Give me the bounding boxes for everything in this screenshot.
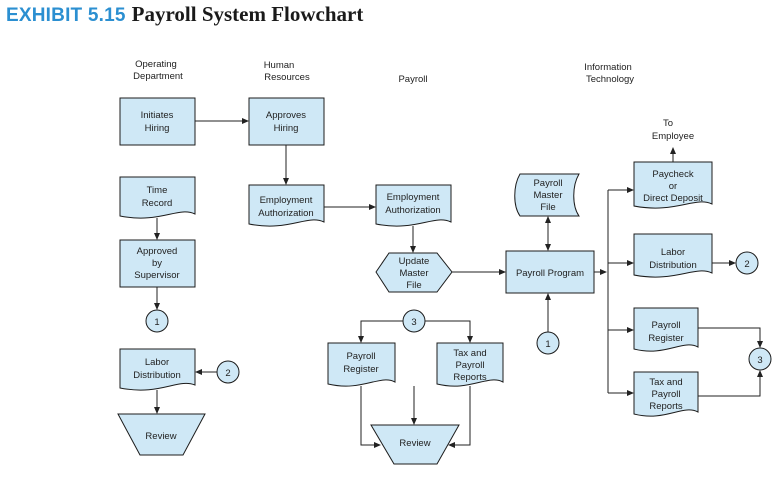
exhibit-number: EXHIBIT 5.15 [6,5,126,26]
svg-text:2: 2 [225,368,230,379]
column-header-payroll: Payroll [398,74,427,85]
svg-text:Review: Review [145,431,176,442]
exhibit-title-text: Payroll System Flowchart [131,2,364,26]
svg-text:Payroll Program: Payroll Program [516,268,584,279]
connector-2-left: 2 [216,360,240,384]
connector-1-right: 1 [536,331,560,355]
connector-2-right: 2 [735,251,759,275]
connector-1-left: 1 [145,309,169,333]
connector-3-right: 3 [748,347,772,371]
svg-text:3: 3 [757,355,762,366]
connector-3-mid: 3 [402,309,426,333]
manual-review-left: Review [117,413,206,456]
manual-review-mid: Review [370,424,460,465]
flow-lines [154,118,763,448]
svg-text:Review: Review [399,438,430,449]
svg-text:2: 2 [744,259,749,270]
process-payroll-program: Payroll Program [505,250,595,294]
svg-text:1: 1 [154,317,159,328]
svg-text:3: 3 [411,317,416,328]
svg-text:1: 1 [545,339,550,350]
